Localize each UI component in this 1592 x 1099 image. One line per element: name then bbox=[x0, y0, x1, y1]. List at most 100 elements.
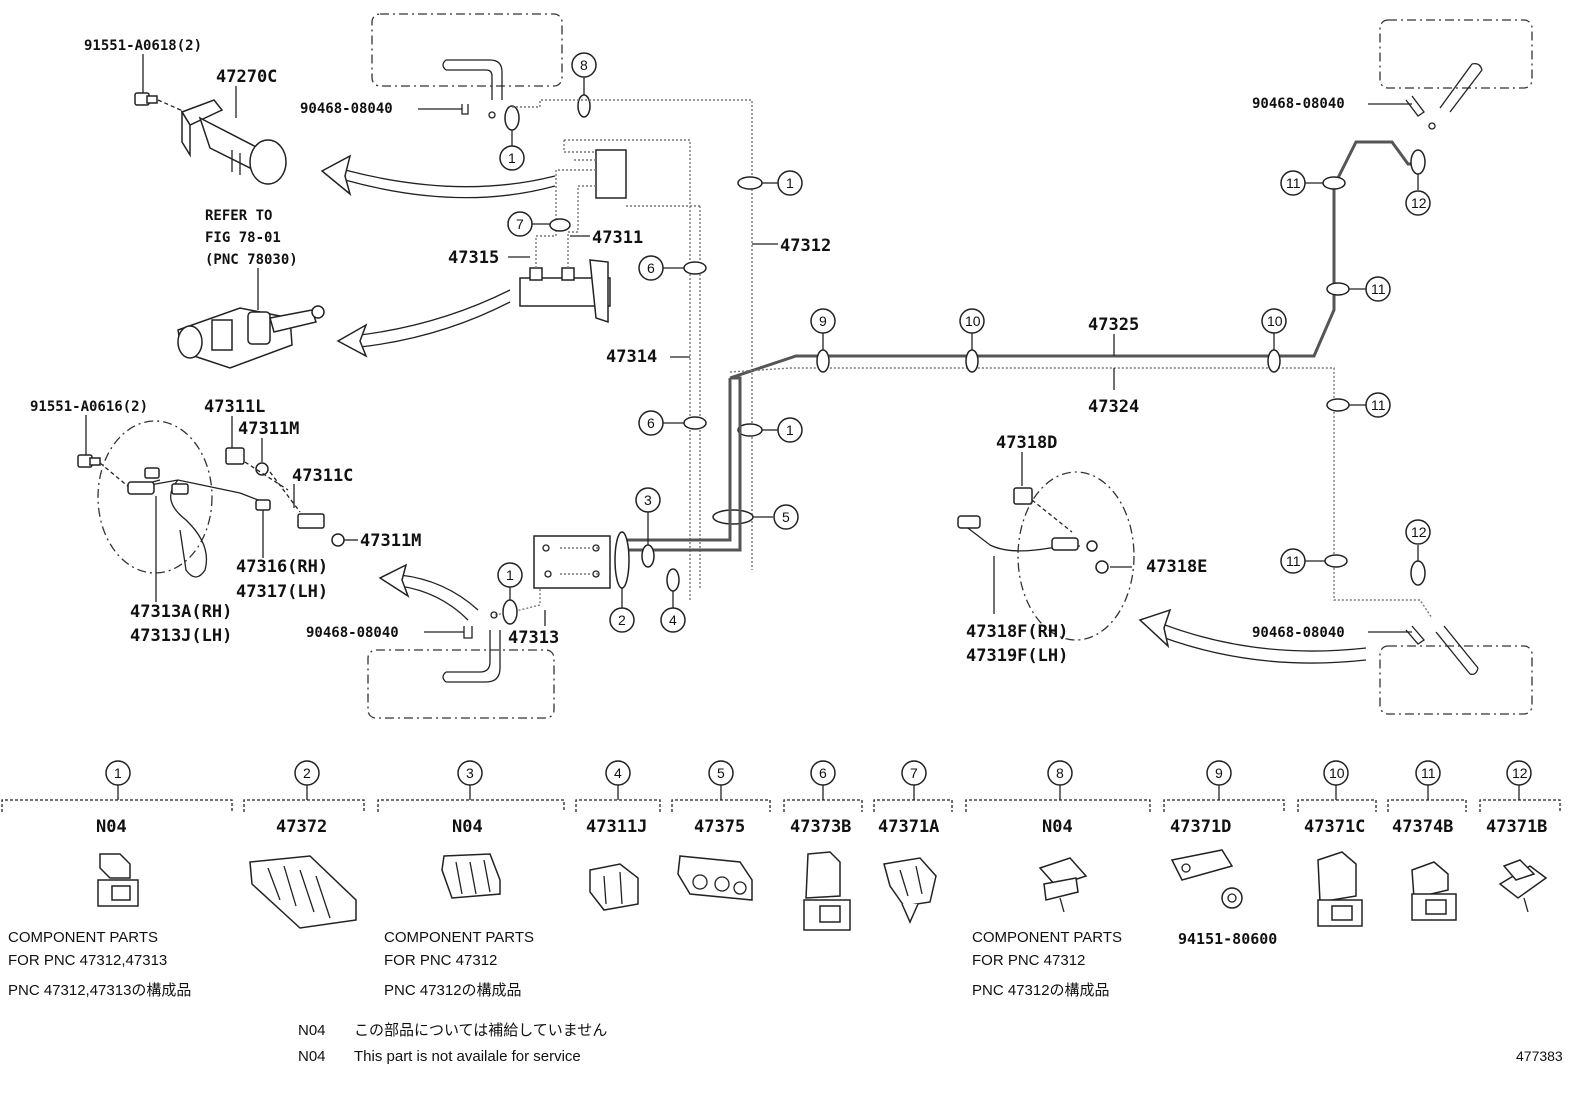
callout-circle-2 bbox=[609, 607, 635, 633]
svg-text:1: 1 bbox=[114, 765, 122, 781]
clamp-11d bbox=[1324, 554, 1348, 568]
svg-text:8: 8 bbox=[1056, 765, 1064, 781]
note-3-line-3: PNC 47312の構成品 bbox=[384, 982, 522, 999]
seal-icon-b bbox=[331, 533, 345, 547]
svg-text:11: 11 bbox=[1371, 397, 1386, 413]
seal-icon bbox=[255, 462, 269, 476]
label-47313j: 47313J(LH) bbox=[130, 626, 232, 646]
svg-text:12: 12 bbox=[1411, 195, 1427, 211]
svg-text:1: 1 bbox=[506, 567, 514, 583]
svg-text:7: 7 bbox=[910, 765, 918, 781]
clamp-9 bbox=[816, 349, 830, 373]
svg-text:12: 12 bbox=[1512, 765, 1528, 781]
clip-icon-top-right bbox=[1405, 95, 1425, 117]
label-47311m-a: 47311M bbox=[238, 419, 299, 439]
svg-text:11: 11 bbox=[1421, 765, 1436, 781]
legend-part-1: N04 bbox=[96, 817, 127, 837]
detail-ellipse-left bbox=[97, 420, 213, 574]
label-bolt-mid: 91551-A0616(2) bbox=[30, 399, 148, 415]
svg-text:12: 12 bbox=[1411, 524, 1427, 540]
callout-circle-4 bbox=[660, 607, 686, 633]
svg-text:1: 1 bbox=[508, 150, 516, 166]
junction-block bbox=[533, 535, 611, 589]
reservoir-bracket bbox=[519, 149, 627, 324]
legend-row: 1 N04 2 47372 3 N04 4 47311J 5 47375 bbox=[1, 760, 1561, 948]
label-47324: 47324 bbox=[1088, 397, 1139, 417]
label-clip-top-left: 90468-08040 bbox=[300, 101, 393, 117]
bolt-icon bbox=[77, 454, 101, 468]
clamp-1-lower bbox=[737, 423, 763, 437]
legend-subpart-9: 94151-80600 bbox=[1178, 930, 1277, 948]
note-8-line-3: PNC 47312の構成品 bbox=[972, 982, 1110, 999]
clamp-2 bbox=[614, 531, 630, 589]
legend-part-5: 47375 bbox=[694, 817, 745, 837]
clip-icon-top-left bbox=[461, 104, 469, 115]
note-3-line-2: FOR PNC 47312 bbox=[384, 952, 497, 969]
legend-part-6: 47373B bbox=[790, 817, 851, 837]
clamp-12b bbox=[1410, 560, 1426, 586]
clamp-10b bbox=[1267, 349, 1281, 373]
svg-text:1: 1 bbox=[786, 175, 794, 191]
label-bolt-top: 91551-A0618(2) bbox=[84, 38, 202, 54]
callout-circle-11d bbox=[1280, 548, 1306, 574]
label-47318f: 47318F(RH) bbox=[966, 622, 1068, 642]
label-clip-bottom-right: 90468-08040 bbox=[1252, 625, 1345, 641]
clip-icon-bottom-right bbox=[1405, 625, 1425, 645]
svg-text:6: 6 bbox=[647, 260, 655, 276]
note-1-line-3: PNC 47312,47313の構成品 bbox=[8, 982, 191, 999]
arrow-top-left-lower bbox=[344, 179, 556, 199]
seal-icon-rear bbox=[1095, 560, 1109, 574]
hose-top-left bbox=[442, 59, 503, 100]
svg-text:10: 10 bbox=[1329, 765, 1345, 781]
callout-circle-12a bbox=[1405, 190, 1431, 216]
label-47318e: 47318E bbox=[1146, 557, 1207, 577]
legend-part-4: 47311J bbox=[586, 817, 647, 837]
note-1-line-2: FOR PNC 47312,47313 bbox=[8, 952, 167, 969]
svg-text:3: 3 bbox=[644, 492, 652, 508]
footnote-code-1: N04 bbox=[298, 1022, 326, 1039]
svg-text:9: 9 bbox=[819, 313, 827, 329]
svg-text:5: 5 bbox=[717, 765, 725, 781]
note-3-line-1: COMPONENT PARTS bbox=[384, 929, 534, 946]
detail-box-top-left bbox=[371, 13, 563, 87]
clamp-10a bbox=[965, 349, 979, 373]
label-47315: 47315 bbox=[448, 248, 499, 268]
legend-part-2: 47372 bbox=[276, 817, 327, 837]
footnote-text-2: This part is not availale for service bbox=[354, 1048, 581, 1065]
clutch-release-cylinder bbox=[180, 99, 287, 185]
footnote-code-2: N04 bbox=[298, 1048, 326, 1065]
clamp-11c bbox=[1326, 398, 1350, 412]
bolt-icon bbox=[134, 92, 158, 106]
callout-circle-3 bbox=[635, 487, 661, 513]
note-8-line-1: COMPONENT PARTS bbox=[972, 929, 1122, 946]
svg-text:11: 11 bbox=[1286, 175, 1301, 191]
component-notes: COMPONENT PARTS FOR PNC 47312,47313 PNC … bbox=[8, 929, 1122, 999]
figure-id: 477383 bbox=[1516, 1048, 1563, 1064]
svg-text:3: 3 bbox=[466, 765, 474, 781]
svg-text:4: 4 bbox=[669, 612, 677, 628]
legend-part-11: 47374B bbox=[1392, 817, 1453, 837]
svg-text:11: 11 bbox=[1371, 281, 1386, 297]
clamp-4 bbox=[666, 568, 680, 592]
legend-part-3: N04 bbox=[452, 817, 483, 837]
label-47311l: 47311L bbox=[204, 397, 265, 417]
svg-text:6: 6 bbox=[819, 765, 827, 781]
note-8-line-2: FOR PNC 47312 bbox=[972, 952, 1085, 969]
arrow-top-left bbox=[344, 169, 556, 188]
callout-circle-1 bbox=[499, 145, 525, 171]
refer-line-3: (PNC 78030) bbox=[205, 252, 298, 268]
svg-text:5: 5 bbox=[782, 509, 790, 525]
label-47312: 47312 bbox=[780, 236, 831, 256]
callout-circle-12b bbox=[1405, 519, 1431, 545]
legend-part-10: 47371C bbox=[1304, 817, 1365, 837]
detail-box-bottom-left bbox=[367, 649, 555, 719]
callout-circle-1b bbox=[777, 170, 803, 196]
label-47316: 47316(RH) bbox=[236, 557, 328, 577]
svg-text:10: 10 bbox=[1267, 313, 1283, 329]
svg-text:2: 2 bbox=[303, 765, 311, 781]
clutch-master-cylinder bbox=[177, 305, 325, 369]
label-47325: 47325 bbox=[1088, 315, 1139, 335]
detail-box-top-right bbox=[1379, 19, 1533, 89]
clamp-3 bbox=[641, 544, 655, 568]
